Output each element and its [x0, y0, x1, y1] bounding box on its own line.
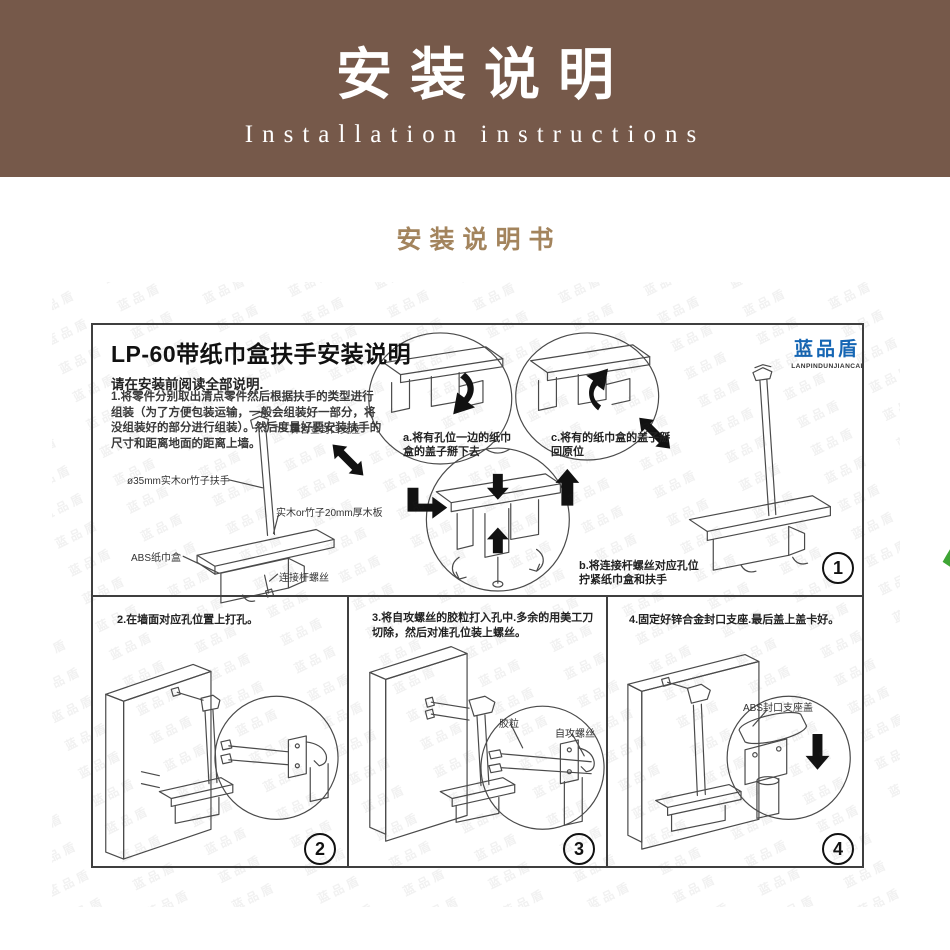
divider-vertical-1: [347, 597, 349, 866]
step1-body: 1.将零件分别取出清点零件然后根据扶手的类型进行组装（为了方便包装运输，一般会组…: [111, 391, 382, 450]
caption-b: b.将连接杆螺丝对应孔位拧紧纸巾盒和扶手: [579, 560, 699, 587]
step3-diagram: [369, 646, 605, 842]
step2-number-badge: 2: [304, 833, 336, 865]
label-anchor: 胶粒: [499, 719, 519, 730]
section-heading: 安装说明书: [396, 226, 562, 254]
label-cap-support: 锌合金封口支座: [290, 425, 360, 436]
step3-number-badge: 3: [563, 833, 595, 865]
assembled-diagram: [688, 364, 831, 573]
brand-logo: 蓝品盾 LANPINDUNJIANCAI: [787, 333, 950, 567]
label-handrail: ø35mm实木or竹子扶手: [127, 476, 230, 487]
detail-circle-b: [425, 447, 570, 592]
banner-subtitle: Installation instructions: [244, 121, 706, 148]
label-board: 实木or竹子20mm厚木板: [276, 508, 383, 519]
step1-notice: 请在安装前阅读全部说明.: [111, 377, 264, 392]
step1-number-badge: 1: [822, 552, 854, 584]
step2-text: 2.在墙面对应孔位置上打孔。: [117, 614, 259, 626]
banner: 安装说明 Installation instructions: [0, 0, 950, 177]
step1-title: LP-60带纸巾盒扶手安装说明: [111, 341, 412, 367]
label-rod-screw: 连接杆螺丝: [279, 573, 329, 584]
brand-logo-name: 蓝品盾: [793, 339, 860, 360]
step4-diagram: [627, 653, 851, 850]
detail-circle-c: [515, 332, 660, 461]
detail-circle-a: [368, 332, 513, 465]
label-self-tapping-screw: 自攻螺丝: [555, 729, 595, 740]
instruction-sheet: LP-60带纸巾盒扶手安装说明 请在安装前阅读全部说明. 1.将零件分别取出清点…: [91, 323, 950, 868]
brand-logo-subtext: LANPINDUNJIANCAI: [791, 363, 863, 370]
step4-number-badge: 4: [822, 833, 854, 865]
step4-text: 4.固定好锌合金封口支座.最后盖上盖卡好。: [629, 614, 840, 626]
flow-arrows: [332, 417, 671, 519]
instruction-diagram: [105, 332, 851, 860]
brand-logo-mark: [942, 549, 950, 567]
step2-diagram: [105, 663, 339, 860]
caption-a: a.将有孔位一边的纸巾盒的盖子掰下去: [403, 432, 512, 459]
step3-text: 3.将自攻螺丝的胶粒打入孔中.多余的用美工刀切除，然后对准孔位装上螺丝。: [372, 612, 594, 639]
label-cap-cover: ABS封口支座盖: [743, 703, 814, 714]
parts-diagram: [182, 411, 335, 604]
label-tissue-box: ABS纸巾盒: [131, 553, 182, 564]
divider-horizontal: [93, 595, 862, 597]
banner-title: 安装说明: [336, 45, 632, 107]
caption-c: c.将有的纸巾盒的盖子掰回原位: [551, 432, 671, 459]
divider-vertical-2: [606, 597, 608, 866]
